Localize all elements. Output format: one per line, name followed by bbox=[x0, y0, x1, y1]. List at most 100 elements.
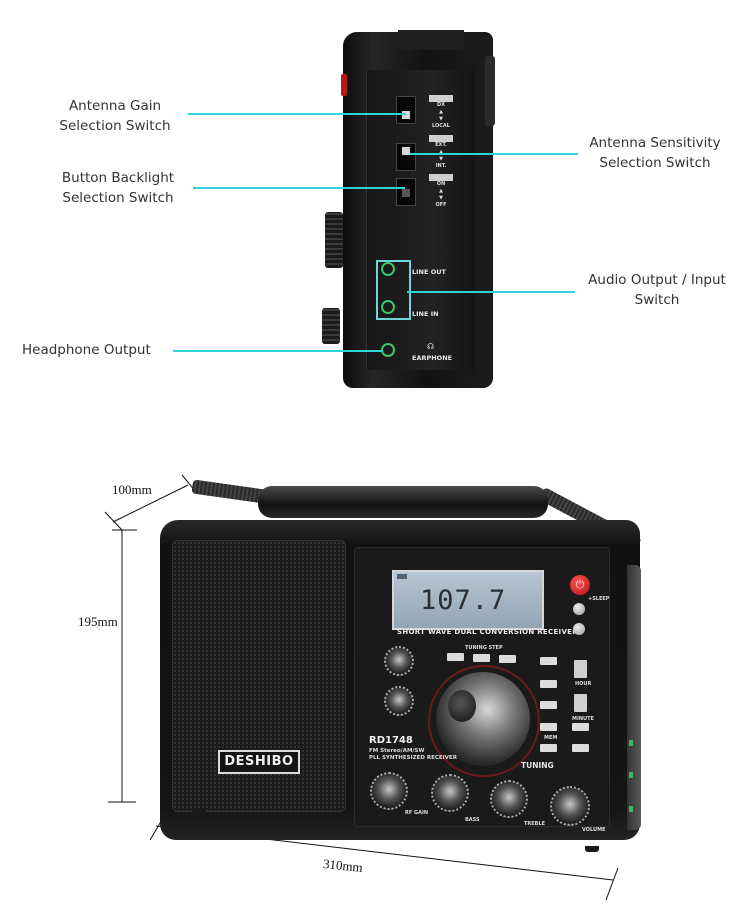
side-knob-lower bbox=[322, 308, 340, 344]
display-caption: SHORT WAVE DUAL CONVERSION RECEIVER bbox=[397, 628, 578, 636]
tuning-step-key-2[interactable] bbox=[473, 654, 490, 662]
gain-top: DX bbox=[436, 102, 445, 108]
model-line-1: FM Stereo/AM/SW bbox=[369, 748, 425, 754]
sensitivity-top: EXT. bbox=[435, 142, 447, 148]
callout-line: Antenna Gain bbox=[68, 98, 162, 114]
height-dimension: 195mm bbox=[78, 614, 118, 629]
function-key-4[interactable] bbox=[540, 723, 557, 731]
carry-handle bbox=[258, 486, 548, 518]
switch-nub bbox=[402, 189, 410, 197]
minute-down-key[interactable] bbox=[574, 694, 587, 712]
function-key-2[interactable] bbox=[540, 680, 557, 688]
callout-line: Button Backlight bbox=[61, 170, 175, 186]
function-key-3[interactable] bbox=[540, 701, 557, 709]
function-key-1[interactable] bbox=[540, 657, 557, 665]
side-jack-led bbox=[629, 740, 633, 746]
lcd-frequency: 107.7 bbox=[420, 585, 507, 616]
side-antenna-mount bbox=[485, 56, 495, 126]
function-key-6[interactable] bbox=[572, 723, 589, 731]
radio-foot bbox=[192, 810, 206, 816]
callout-line: Antenna Sensitivity bbox=[589, 135, 721, 151]
rf-gain-knob[interactable] bbox=[370, 772, 408, 810]
backlight-top: ON bbox=[436, 181, 446, 187]
radio-foot bbox=[585, 846, 599, 852]
side-knob-upper bbox=[325, 212, 343, 268]
backlight-switch-label: ON▲▼ OFF bbox=[426, 174, 456, 209]
line-out-label: LINE OUT bbox=[412, 268, 446, 276]
tuning-step-label: TUNING STEP bbox=[465, 645, 503, 651]
volume-label: VOLUME bbox=[582, 827, 606, 833]
lcd-display bbox=[392, 570, 544, 630]
power-button[interactable]: ⏻ bbox=[570, 575, 590, 595]
tuning-label: TUNING bbox=[521, 761, 554, 770]
minute-label: MINUTE bbox=[572, 716, 594, 722]
callout-line: Selection Switch bbox=[599, 155, 711, 171]
side-jack-led bbox=[629, 772, 633, 778]
side-jack-led bbox=[629, 806, 633, 812]
sensitivity-switch-label: EXT.▲▼ INT. bbox=[426, 135, 456, 170]
depth-line bbox=[112, 484, 189, 523]
earphone-label: EARPHONE bbox=[412, 354, 453, 362]
bass-knob[interactable] bbox=[431, 774, 469, 812]
callout-button-backlight: Button Backlight Selection Switch bbox=[50, 168, 186, 208]
treble-knob[interactable] bbox=[490, 780, 528, 818]
line-in-label: LINE IN bbox=[412, 310, 439, 318]
antenna-gain-switch[interactable] bbox=[396, 96, 416, 124]
leader-headphone bbox=[173, 350, 383, 352]
callout-line: Selection Switch bbox=[62, 190, 174, 206]
tuning-step-key-3[interactable] bbox=[499, 655, 516, 663]
width-tick bbox=[605, 867, 619, 901]
lcd-indicator bbox=[397, 574, 407, 579]
callout-line: Headphone Output bbox=[22, 342, 151, 358]
side-red-button bbox=[341, 74, 347, 96]
tuning-dial[interactable] bbox=[436, 672, 530, 766]
model-name: RD1748 bbox=[369, 735, 413, 746]
line-in-jack[interactable] bbox=[381, 300, 395, 314]
callout-line: Selection Switch bbox=[59, 118, 171, 134]
depth-dimension: 100mm bbox=[112, 482, 152, 497]
side-panel bbox=[366, 70, 475, 370]
hour-up-key[interactable] bbox=[574, 660, 587, 678]
round-button-lower[interactable] bbox=[573, 623, 585, 635]
audio-io-highlight bbox=[376, 260, 411, 320]
round-button-upper[interactable] bbox=[573, 603, 585, 615]
power-icon: ⏻ bbox=[575, 578, 585, 591]
tuning-dial-cap bbox=[448, 690, 476, 722]
leader-antenna-sensitivity bbox=[410, 153, 578, 155]
function-key-7[interactable] bbox=[572, 744, 589, 752]
headphone-icon: ☊ bbox=[427, 342, 435, 351]
backlight-bottom: OFF bbox=[435, 202, 447, 208]
tuning-step-key-1[interactable] bbox=[447, 653, 464, 661]
bass-label: BASS bbox=[465, 817, 480, 823]
sensitivity-bottom: INT. bbox=[435, 163, 447, 169]
switch-nub bbox=[402, 111, 410, 119]
sleep-label: +SLEEP bbox=[588, 596, 610, 602]
line-out-jack[interactable] bbox=[381, 262, 395, 276]
mode-selector-knob[interactable] bbox=[384, 686, 414, 716]
hour-label: HOUR bbox=[575, 681, 592, 687]
brand-logo: DESHIBO bbox=[218, 750, 300, 774]
callout-headphone-output: Headphone Output bbox=[22, 340, 151, 360]
volume-knob[interactable] bbox=[550, 786, 590, 826]
band-selector-knob[interactable] bbox=[384, 646, 414, 676]
rf-gain-label: RF GAIN bbox=[405, 810, 429, 816]
function-key-5[interactable] bbox=[540, 744, 557, 752]
tuning-dial-ring bbox=[428, 665, 540, 777]
mem-label: MEM bbox=[544, 735, 558, 741]
switch-nub bbox=[402, 147, 410, 155]
backlight-switch[interactable] bbox=[396, 178, 416, 206]
callout-antenna-sensitivity: Antenna Sensitivity Selection Switch bbox=[582, 133, 728, 173]
callout-line: Audio Output / Input bbox=[588, 272, 726, 288]
callout-antenna-gain: Antenna Gain Selection Switch bbox=[50, 96, 180, 136]
gain-bottom: LOCAL bbox=[432, 123, 450, 129]
depth-tick bbox=[104, 511, 123, 531]
callout-audio-io: Audio Output / Input Switch bbox=[578, 270, 736, 310]
side-strap bbox=[398, 30, 464, 50]
leader-backlight bbox=[193, 187, 405, 189]
model-line-2: PLL SYNTHESIZED RECEIVER bbox=[369, 755, 457, 761]
radio-side-strip bbox=[627, 565, 641, 830]
antenna-sensitivity-switch[interactable] bbox=[396, 143, 416, 171]
leader-antenna-gain bbox=[188, 113, 406, 115]
gain-switch-label: DX▲▼ LOCAL bbox=[426, 95, 456, 130]
treble-label: TREBLE bbox=[524, 821, 546, 827]
